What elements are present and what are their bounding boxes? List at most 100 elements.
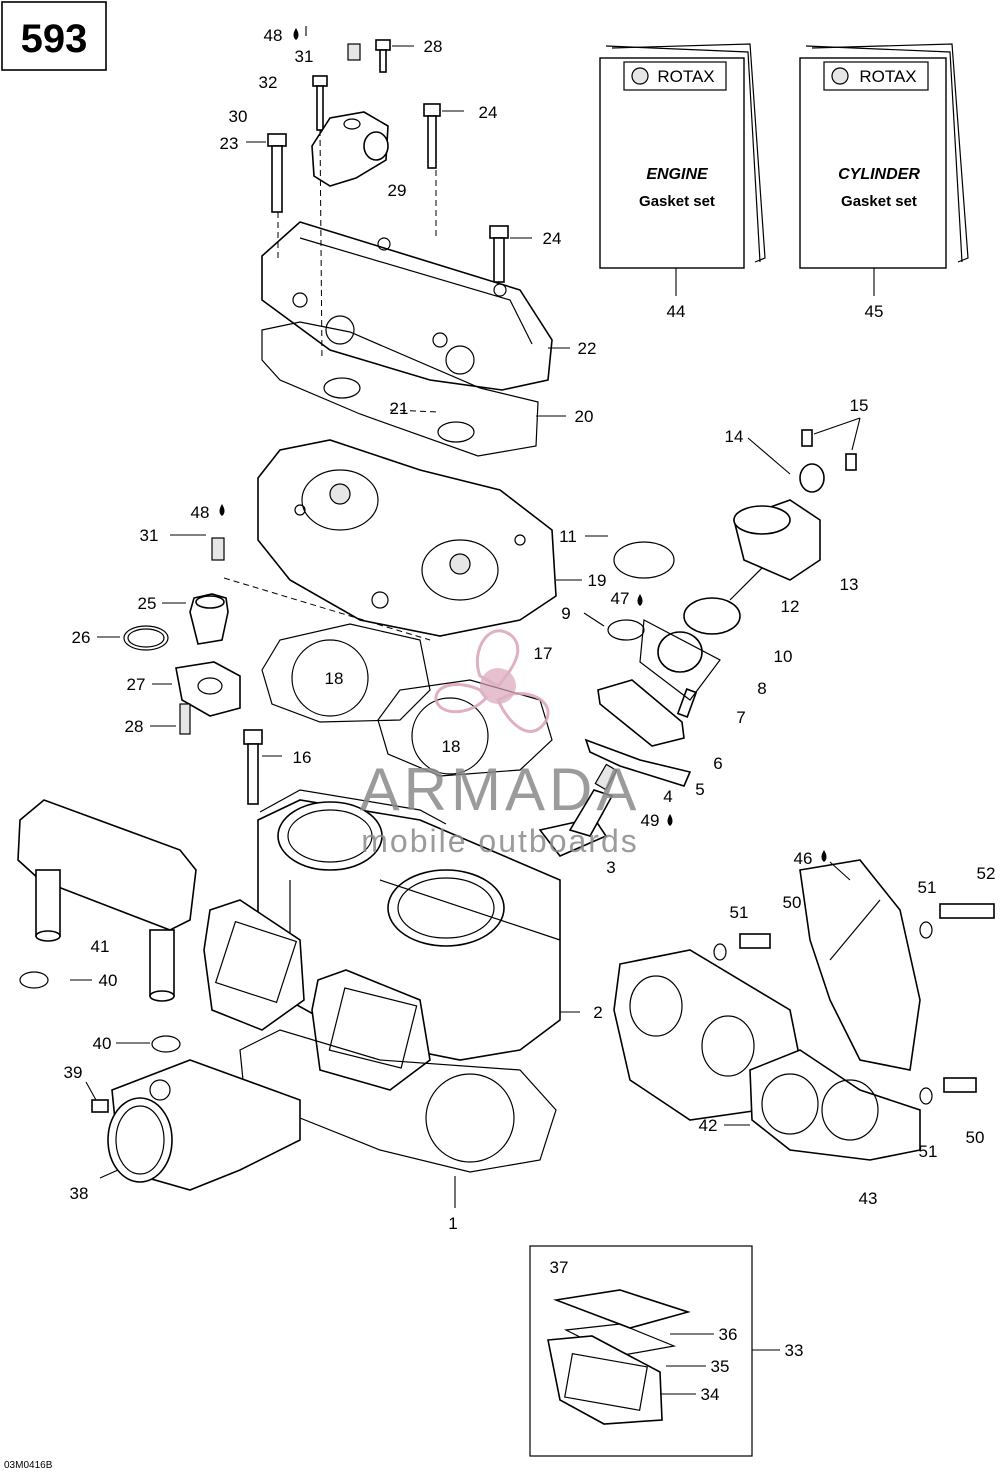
callout-35: 35 bbox=[711, 1357, 730, 1376]
callout-14: 14 bbox=[725, 427, 744, 446]
callout-48b: 48 bbox=[191, 503, 210, 522]
callout-15: 15 bbox=[850, 396, 869, 415]
gasket-set-cylinder-line1: CYLINDER bbox=[838, 166, 920, 183]
cylinder-head bbox=[257, 439, 557, 637]
page-number: 593 bbox=[21, 17, 88, 61]
callout-36: 36 bbox=[719, 1325, 738, 1344]
gasket-set-cylinder-line2: Gasket set bbox=[841, 193, 917, 210]
callout-48a: 48 bbox=[264, 26, 283, 45]
exhaust-flange-group bbox=[613, 859, 995, 1161]
o-ring-21b bbox=[437, 421, 475, 443]
dashed-alignment-lines bbox=[223, 129, 441, 641]
callout-31a: 31 bbox=[295, 47, 314, 66]
callout-46: 46 bbox=[794, 849, 813, 868]
callout-8: 8 bbox=[757, 679, 766, 698]
intake-adapter bbox=[91, 1059, 301, 1191]
callout-47: 47 bbox=[611, 589, 630, 608]
callout-43: 43 bbox=[859, 1189, 878, 1208]
callout-5: 5 bbox=[695, 780, 704, 799]
reed-valve-kit-box bbox=[529, 1245, 753, 1457]
callout-52: 52 bbox=[977, 864, 996, 883]
callout-34: 34 bbox=[701, 1385, 720, 1404]
head-gasket bbox=[261, 321, 539, 457]
callout-6: 6 bbox=[713, 754, 722, 773]
callout-13: 13 bbox=[840, 575, 859, 594]
page-number-box: 593 bbox=[1, 1, 107, 71]
drop-icons bbox=[219, 28, 827, 862]
callout-3: 3 bbox=[606, 858, 615, 877]
callout-39: 39 bbox=[64, 1063, 83, 1082]
propeller-logo-icon bbox=[434, 629, 550, 733]
callout-22: 22 bbox=[578, 339, 597, 358]
callout-32: 32 bbox=[259, 73, 278, 92]
callout-23: 23 bbox=[220, 134, 239, 153]
drop-icon-48b bbox=[219, 504, 225, 516]
drawing-code: 03M0416B bbox=[4, 1460, 53, 1471]
callout-40a: 40 bbox=[99, 971, 118, 990]
callout-30: 30 bbox=[229, 107, 248, 126]
gasket-set-cylinder-brand: ROTAX bbox=[859, 67, 916, 86]
callout-labels: 1 2 3 4 5 6 7 8 9 10 11 12 13 14 15 16 1… bbox=[64, 26, 996, 1404]
gasket-set-engine: ROTAX ENGINE Gasket set bbox=[599, 43, 766, 269]
head-gasket-18a bbox=[261, 623, 431, 723]
callout-4: 4 bbox=[663, 787, 672, 806]
gasket-set-engine-line1: ENGINE bbox=[646, 166, 709, 183]
callout-26: 26 bbox=[72, 628, 91, 647]
gasket-set-engine-brand: ROTAX bbox=[657, 67, 714, 86]
callout-1: 1 bbox=[448, 1214, 457, 1233]
callout-19: 19 bbox=[588, 571, 607, 590]
callout-29: 29 bbox=[388, 181, 407, 200]
callout-25: 25 bbox=[138, 594, 157, 613]
callout-33: 33 bbox=[785, 1341, 804, 1360]
exhaust-manifold bbox=[17, 799, 197, 1002]
callout-9: 9 bbox=[561, 604, 570, 623]
callout-50a: 50 bbox=[783, 893, 802, 912]
callout-37: 37 bbox=[550, 1258, 569, 1277]
head-gasket-18b bbox=[377, 679, 553, 777]
drop-icon-47 bbox=[637, 594, 643, 606]
callout-11: 11 bbox=[559, 527, 577, 546]
callout-18b: 18 bbox=[442, 737, 461, 756]
gasket-set-engine-line2: Gasket set bbox=[639, 193, 715, 210]
callout-41: 41 bbox=[91, 937, 110, 956]
clamp-40a bbox=[19, 971, 49, 989]
callout-21: 21 bbox=[390, 399, 409, 418]
o-ring-21a bbox=[323, 377, 361, 399]
rotax-logo-icon bbox=[631, 67, 649, 85]
callout-2: 2 bbox=[593, 1003, 602, 1022]
callout-40b: 40 bbox=[93, 1034, 112, 1053]
cylinder-head-cover bbox=[261, 221, 553, 391]
callout-51c: 51 bbox=[919, 1142, 938, 1161]
callout-16: 16 bbox=[293, 748, 312, 767]
armada-watermark: ARMADA mobile outboards bbox=[360, 629, 641, 859]
drop-icon-49 bbox=[667, 814, 673, 826]
callout-45: 45 bbox=[865, 302, 884, 321]
callout-20: 20 bbox=[575, 407, 594, 426]
clamp-40b bbox=[151, 1035, 181, 1053]
callout-50b: 50 bbox=[966, 1128, 985, 1147]
reed-block-left bbox=[203, 899, 305, 1031]
watermark-tagline: mobile outboards bbox=[361, 823, 638, 859]
callout-24a: 24 bbox=[479, 103, 498, 122]
callout-18a: 18 bbox=[325, 669, 344, 688]
callout-51a: 51 bbox=[918, 878, 937, 897]
callout-42: 42 bbox=[699, 1116, 718, 1135]
watermark-brand: ARMADA bbox=[360, 756, 641, 823]
callout-51b: 51 bbox=[730, 903, 749, 922]
callout-12: 12 bbox=[781, 597, 800, 616]
callout-28b: 28 bbox=[125, 717, 144, 736]
drop-icon-48a bbox=[293, 28, 299, 40]
callout-38: 38 bbox=[70, 1184, 89, 1203]
top-hardware bbox=[267, 39, 509, 283]
callout-10: 10 bbox=[774, 647, 793, 666]
leader-lines bbox=[70, 26, 861, 1395]
callout-28a: 28 bbox=[424, 37, 443, 56]
thermostat-group bbox=[123, 537, 241, 735]
callout-24b: 24 bbox=[543, 229, 562, 248]
drop-icon-46 bbox=[821, 850, 827, 862]
gasket-set-cylinder: ROTAX CYLINDER Gasket set bbox=[799, 43, 969, 269]
callout-49: 49 bbox=[641, 811, 660, 830]
callout-7: 7 bbox=[736, 708, 745, 727]
